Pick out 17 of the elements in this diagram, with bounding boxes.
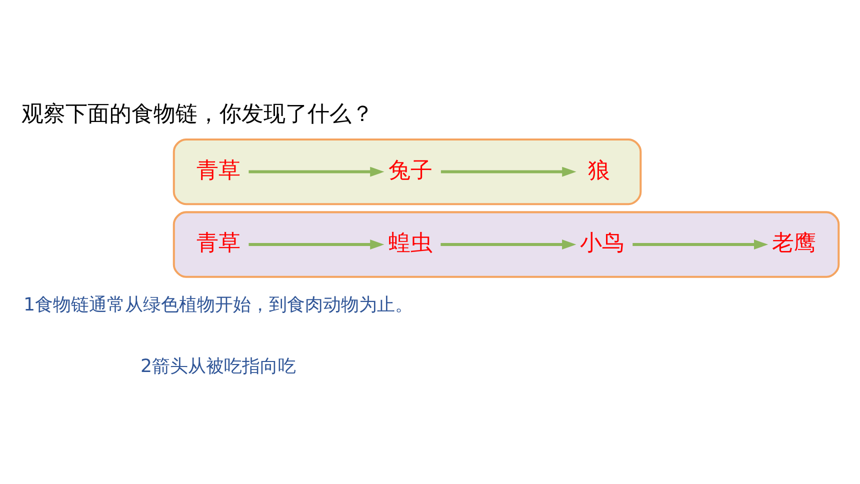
node-text: 小鸟 xyxy=(580,230,624,256)
node-text: 蝗虫 xyxy=(388,230,432,256)
node-text: 青草 xyxy=(196,230,240,256)
node-text: 青草 xyxy=(196,156,240,183)
arrow xyxy=(440,166,576,176)
arrow xyxy=(248,166,384,176)
label: 1食物链通常从绿色植物开始，到食肉动物为止。 xyxy=(24,294,414,316)
node-text: 兔子 xyxy=(388,156,432,183)
cluster xyxy=(172,138,642,205)
arrow xyxy=(632,239,768,249)
arrow xyxy=(248,239,384,249)
label: 2箭头从被吃指向吃 xyxy=(140,356,296,377)
node-text: 狼 xyxy=(588,156,610,183)
node-text: 老鹰 xyxy=(772,230,816,256)
cluster xyxy=(172,210,840,278)
arrow xyxy=(440,239,576,249)
diagram-title: 观察下面的食物链，你发现了什么？ xyxy=(22,100,374,126)
